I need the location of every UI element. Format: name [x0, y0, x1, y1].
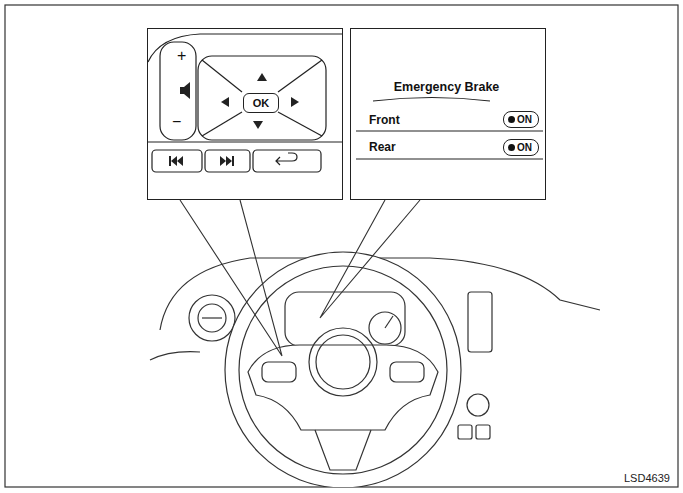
menu-separator [356, 158, 543, 159]
pad-divider [202, 60, 242, 92]
wheel-rim [225, 252, 461, 487]
skip-forward-button [205, 150, 250, 172]
ok-button: OK [243, 93, 279, 113]
air-vent [189, 295, 235, 341]
switch-button [476, 425, 490, 439]
title-underline [373, 98, 490, 102]
switch-button [458, 425, 472, 439]
toggle-dot [508, 116, 515, 123]
wheel-spoke [315, 430, 371, 470]
switch-inset: + − OK [147, 28, 343, 200]
switch-cluster [390, 362, 424, 382]
back-icon [276, 153, 297, 165]
button-label: OK [253, 97, 270, 109]
dashboard-outline [150, 352, 200, 360]
volume-minus: − [172, 113, 181, 131]
steering-wheel-drawing [150, 252, 600, 487]
toggle-state: ON [517, 142, 532, 153]
toggle-state: ON [517, 114, 532, 125]
switch-symbols [169, 73, 299, 166]
arrow-up [257, 73, 267, 81]
menu-item: Front [369, 114, 400, 127]
skip-forward-icon [220, 156, 226, 166]
direction-pad [198, 56, 326, 140]
skip-forward-icon [226, 156, 232, 166]
gauge-needle [385, 316, 393, 328]
outer-frame [5, 5, 678, 487]
air-vent [202, 317, 222, 318]
arrow-right [291, 97, 299, 107]
wheel-hub [309, 328, 377, 396]
toggle-switch: ON [503, 111, 539, 128]
menu-separator [356, 130, 543, 131]
wheel-hub [316, 335, 370, 389]
pad-divider [278, 60, 322, 92]
menu-item: Rear [369, 141, 396, 154]
leader-line [320, 200, 420, 318]
skip-back-icon [171, 156, 177, 166]
speaker-icon [180, 87, 184, 94]
figure-code: LSD4639 [624, 472, 670, 484]
arrow-left [221, 97, 229, 107]
wheel-rim [239, 266, 447, 474]
pad-divider [202, 112, 242, 136]
switch-cluster [262, 362, 296, 382]
speaker-icon [184, 82, 190, 99]
skip-forward-icon [232, 156, 234, 166]
volume-plus: + [177, 47, 186, 65]
volume-button [160, 42, 196, 140]
center-screen [468, 292, 492, 352]
display-inset: Emergency BrakeFrontRear ON ON [350, 28, 546, 200]
air-vent [198, 304, 226, 332]
skip-back-button [152, 150, 202, 172]
arrow-down [253, 121, 263, 129]
switch-bezel [148, 141, 342, 142]
skip-back-icon [169, 156, 171, 166]
toggle-switch: ON [503, 139, 539, 156]
gauge [369, 312, 401, 344]
instrument-cluster [285, 292, 405, 346]
switch-drawing [148, 34, 543, 172]
menu-title: Emergency Brake [351, 81, 542, 95]
toggle-dot [508, 144, 515, 151]
wheel-spoke [248, 345, 438, 430]
pad-divider [278, 112, 322, 136]
leader-lines [180, 200, 420, 356]
control-knob [467, 394, 489, 416]
back-button [253, 150, 321, 172]
leader-line [180, 200, 282, 356]
skip-back-icon [177, 156, 183, 166]
